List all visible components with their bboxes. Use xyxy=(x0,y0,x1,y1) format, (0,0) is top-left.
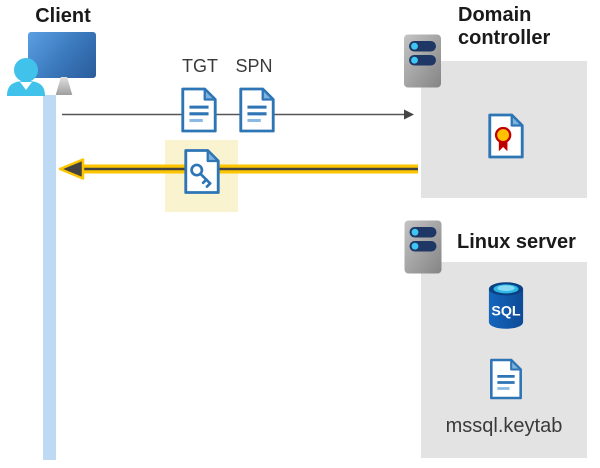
certificate-icon xyxy=(488,113,524,159)
domain-controller-server-icon xyxy=(404,34,441,88)
linux-server-title: Linux server xyxy=(457,231,576,253)
client-monitor-stand xyxy=(55,77,73,95)
spn-document-icon xyxy=(239,87,275,133)
client-title: Client xyxy=(35,5,91,27)
service-ticket-key-document-icon xyxy=(184,149,220,194)
keytab-file-label: mssql.keytab xyxy=(445,415,563,437)
linux-server-icon xyxy=(404,220,442,274)
domain-controller-title: Domain controller xyxy=(458,4,551,49)
sql-database-icon: SQL xyxy=(488,282,524,329)
client-user-icon xyxy=(7,58,45,96)
sql-icon-text: SQL xyxy=(491,304,521,320)
response-arrow xyxy=(58,158,418,180)
tgt-document-icon xyxy=(181,87,217,133)
client-lifeline-bar xyxy=(43,95,56,460)
keytab-file-icon xyxy=(490,358,522,400)
tgt-label: TGT xyxy=(182,56,218,76)
client-monitor-icon xyxy=(28,32,96,78)
spn-label: SPN xyxy=(235,56,273,76)
request-arrow xyxy=(62,109,414,120)
